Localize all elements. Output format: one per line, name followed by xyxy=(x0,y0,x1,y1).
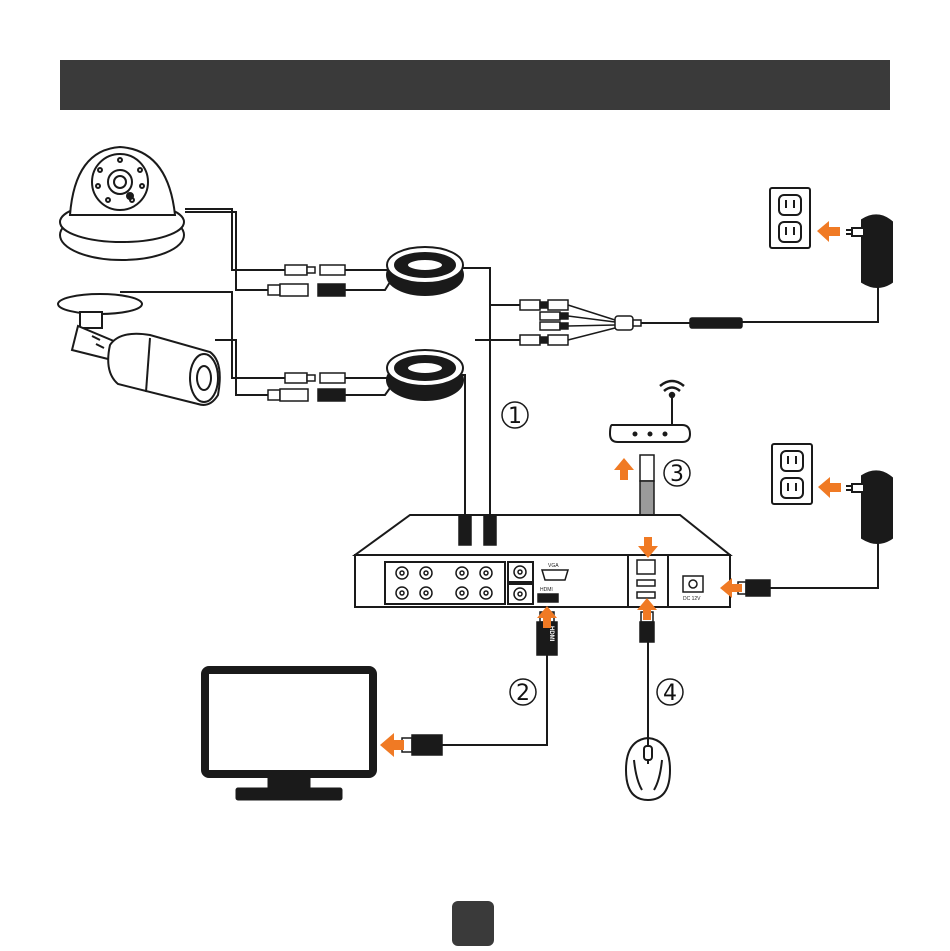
step-1-number: 1 xyxy=(508,404,522,429)
page-tab xyxy=(452,901,494,946)
arrow-left-icon xyxy=(817,221,840,242)
cable-reel-2 xyxy=(387,350,463,400)
step-3-marker: 3 xyxy=(664,460,690,487)
monitor xyxy=(205,670,373,800)
cable-reel-1 xyxy=(387,247,463,295)
power-splitter xyxy=(520,300,742,345)
wifi-icon xyxy=(660,381,684,397)
vga-port-label: VGA xyxy=(548,563,559,569)
camera-connectors xyxy=(268,265,345,401)
step-4-number: 4 xyxy=(663,681,677,706)
cables xyxy=(120,209,878,745)
wall-outlet-2 xyxy=(772,444,812,504)
power-adapter-2 xyxy=(846,471,892,543)
step-1-marker: 1 xyxy=(502,402,528,429)
wall-outlet-1 xyxy=(770,188,810,248)
header-bar xyxy=(60,60,890,110)
step-3-number: 3 xyxy=(670,462,684,487)
dome-camera xyxy=(60,147,184,260)
step-2-number: 2 xyxy=(516,681,530,706)
step-2-marker: 2 xyxy=(510,679,536,706)
hdmi-port-label: HDMI xyxy=(540,587,553,593)
power-adapter-1 xyxy=(846,215,892,287)
router xyxy=(610,394,690,442)
dvr-recorder xyxy=(355,515,730,607)
dc-power-plug xyxy=(738,580,770,596)
dc-port-label: DC 12V xyxy=(683,596,701,602)
bullet-camera xyxy=(58,294,220,405)
mouse xyxy=(626,738,670,800)
arrow-left-icon xyxy=(380,733,404,757)
hdmi-plug-label: HDMI xyxy=(548,626,554,642)
monitor-hdmi-plug xyxy=(402,735,442,755)
arrow-up-icon xyxy=(614,458,634,480)
arrow-left-icon xyxy=(818,477,841,498)
step-4-marker: 4 xyxy=(657,679,683,706)
